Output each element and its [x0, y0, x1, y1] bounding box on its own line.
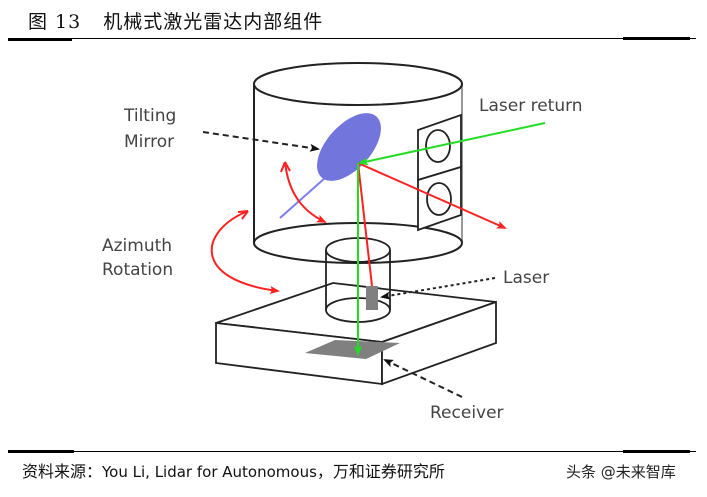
laser-beam-up	[357, 162, 373, 287]
laser-beam-out	[357, 162, 507, 229]
top-rule	[8, 38, 696, 39]
label-laser-return: Laser return	[479, 96, 583, 116]
return-beam-in	[358, 122, 546, 166]
figure-title: 图 13 机械式激光雷达内部组件	[28, 7, 323, 34]
mirror-axis	[279, 177, 326, 219]
top-rule-right-thick	[623, 37, 690, 40]
label-receiver: Receiver	[430, 403, 504, 423]
tilt-arrow	[284, 161, 327, 223]
label-tilting: Tilting	[123, 106, 176, 126]
top-rule-left-thick	[8, 38, 72, 41]
label-rotation: Rotation	[102, 260, 173, 280]
lens-panel	[417, 113, 462, 232]
figure-label: 图 13	[28, 11, 82, 33]
label-laser: Laser	[503, 268, 549, 288]
receiver-base-box	[215, 282, 497, 386]
laser-emitter	[366, 286, 378, 310]
tilt-arrow-head	[280, 161, 291, 173]
housing-top	[253, 62, 463, 106]
azimuth-arrow	[210, 210, 280, 294]
laser-leader	[380, 277, 496, 300]
azimuth-arrow-head	[237, 210, 249, 220]
figure-title-text: 机械式激光雷达内部组件	[103, 11, 324, 33]
bottom-rule	[8, 451, 696, 452]
label-azimuth: Azimuth	[102, 236, 172, 256]
source-prefix: 资料来源：	[22, 462, 103, 481]
watermark: 头条 @未来智库	[566, 463, 676, 481]
base-side-face	[381, 300, 497, 386]
mirror-leader	[202, 131, 320, 152]
receiver-leader	[383, 359, 463, 398]
tilting-mirror	[317, 113, 381, 181]
source-note: 资料来源：You Li, Lidar for Autonomous，万和证券研究…	[22, 458, 445, 482]
source-suffix: ，万和证券研究所	[316, 462, 445, 481]
receiver-patch	[305, 340, 400, 359]
source-citation: You Li, Lidar for Autonomous	[102, 463, 317, 481]
label-mirror: Mirror	[124, 132, 174, 152]
bottom-rule-right-thick	[623, 450, 690, 453]
